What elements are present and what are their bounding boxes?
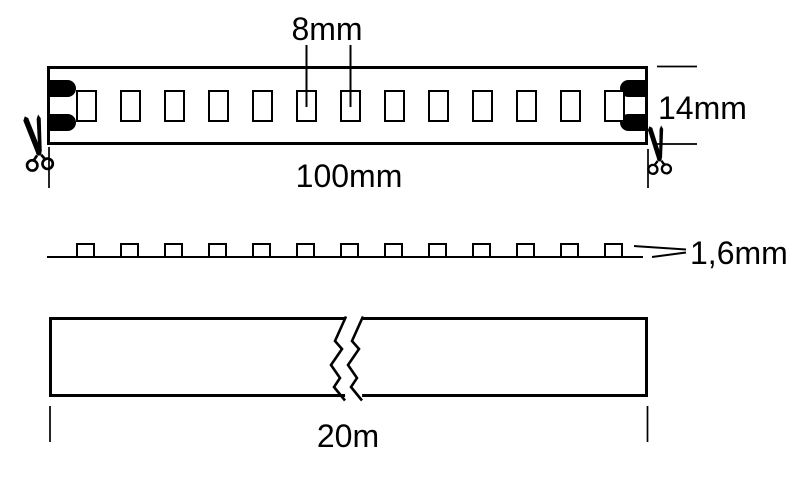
- side-led-chip: [604, 243, 623, 258]
- side-chip-row: [76, 243, 636, 258]
- led-chip: [208, 90, 229, 122]
- side-led-chip: [516, 243, 535, 258]
- solder-pad-right-top: [620, 80, 645, 97]
- strip-thickness-dimension-label: 1,6mm: [690, 235, 788, 271]
- strip-width-dimension-label: 14mm: [658, 90, 747, 126]
- side-led-chip: [76, 243, 95, 258]
- side-led-chip: [472, 243, 491, 258]
- side-led-chip: [120, 243, 139, 258]
- side-led-chip: [208, 243, 227, 258]
- led-chip: [516, 90, 537, 122]
- led-chip: [428, 90, 449, 122]
- led-chip: [76, 90, 97, 122]
- led-chip: [252, 90, 273, 122]
- thickness-leader-bottom: [651, 251, 687, 258]
- side-led-chip: [560, 243, 579, 258]
- scissors-icon: [647, 125, 673, 176]
- side-led-chip: [384, 243, 403, 258]
- scissors-icon: [23, 114, 55, 172]
- solder-pad-left-bottom: [50, 113, 76, 131]
- side-led-chip: [164, 243, 183, 258]
- led-chip: [384, 90, 405, 122]
- led-reel-view: [49, 317, 648, 397]
- total-length-dimension-label: 20m: [316, 418, 380, 454]
- led-chip: [560, 90, 581, 122]
- led-chip: [340, 90, 361, 122]
- solder-pad-right-bottom: [620, 113, 645, 131]
- side-led-chip: [296, 243, 315, 258]
- segment-length-dimension-label: 100mm: [295, 158, 403, 194]
- led-chip: [120, 90, 141, 122]
- thickness-leader-top: [633, 245, 687, 251]
- led-chip: [604, 90, 625, 122]
- solder-pad-left-top: [50, 80, 76, 97]
- led-chip: [296, 90, 317, 122]
- side-led-chip: [340, 243, 359, 258]
- led-pitch-dimension-label: 8mm: [291, 11, 363, 47]
- led-strip-top-view: [47, 66, 648, 145]
- side-led-chip: [428, 243, 447, 258]
- top-led-row: [76, 90, 636, 122]
- led-chip: [164, 90, 185, 122]
- side-led-chip: [252, 243, 271, 258]
- led-chip: [472, 90, 493, 122]
